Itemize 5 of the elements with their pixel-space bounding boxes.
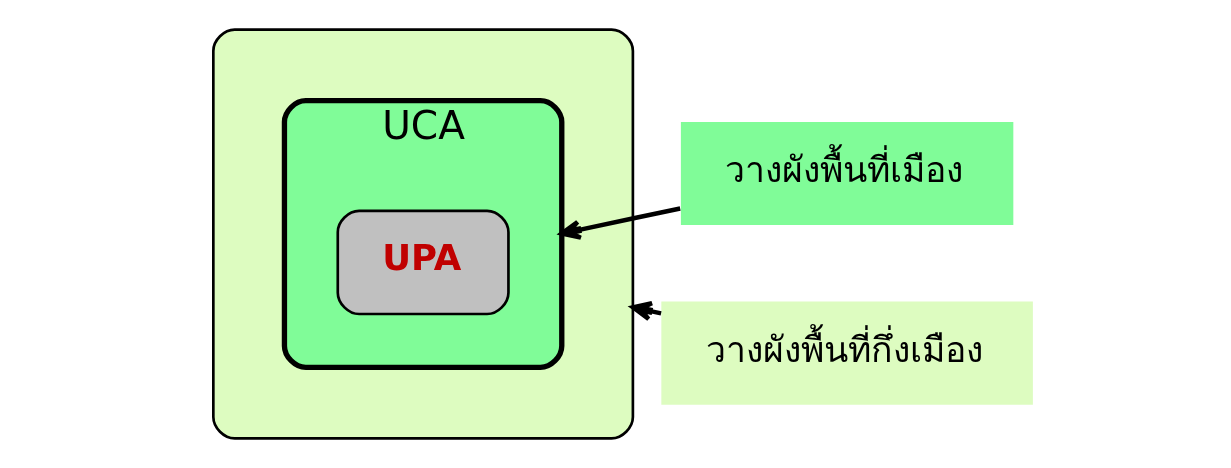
arrow [559,206,681,240]
cluster [211,28,634,440]
node-box: วางผังพื้นที่กึ่งเมือง [660,301,1033,405]
node-box: UPA [335,209,510,316]
node-box: วางผังพื้นที่เมือง [680,122,1013,226]
